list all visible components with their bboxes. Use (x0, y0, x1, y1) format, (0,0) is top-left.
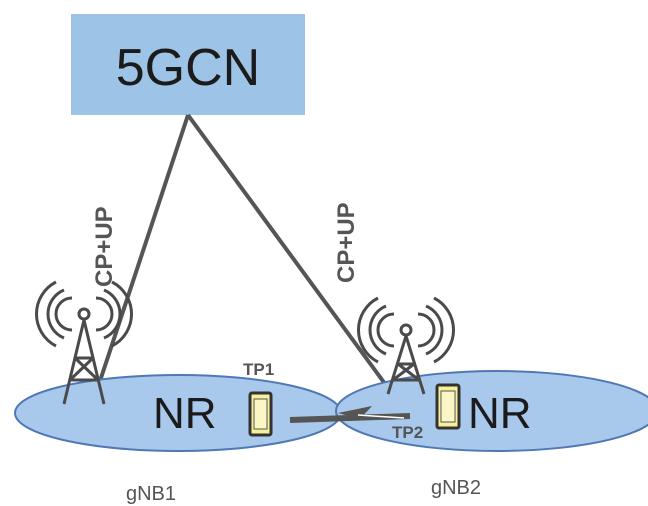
nr-cell-label-gnb1: NR (153, 389, 217, 438)
node-label-gnb2: gNB2 (431, 477, 481, 499)
node-label-gnb1: gNB1 (126, 483, 176, 505)
tp-label-1: TP1 (243, 360, 274, 379)
antenna-tower-icon (34, 280, 134, 405)
link-core-to-gnb1 (97, 114, 190, 385)
link-label-gnb2: CP+UP (333, 202, 360, 283)
tp-connection (289, 406, 411, 423)
mobile-device-icon (435, 383, 461, 430)
core-network-node: 5GCN (71, 14, 305, 115)
mobile-device-icon (248, 391, 273, 437)
tp-label-2: TP2 (392, 423, 423, 442)
core-network-box (71, 14, 305, 115)
antenna-tower-icon (356, 296, 456, 395)
core-network-label: 5GCN (116, 39, 260, 97)
nr-cell-gnb2 (335, 370, 648, 452)
link-label-gnb1: CP+UP (91, 206, 118, 287)
nr-cell-label-gnb2: NR (468, 389, 532, 438)
link-core-to-gnb2 (186, 113, 393, 394)
